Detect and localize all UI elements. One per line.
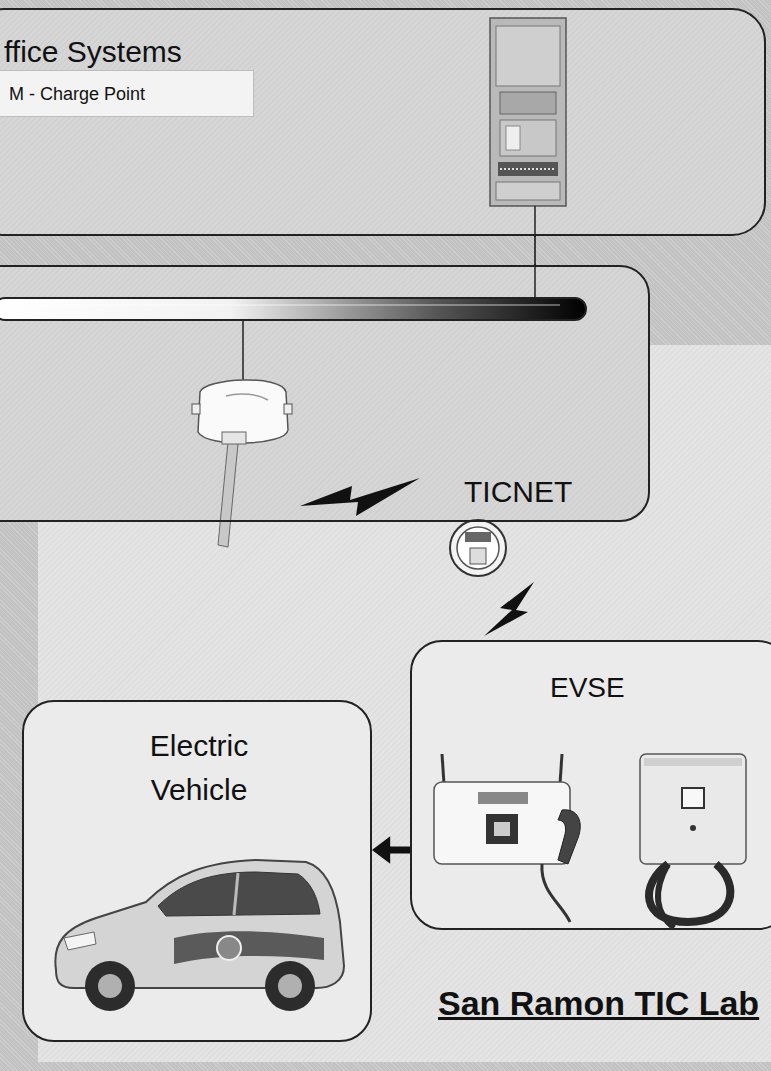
network-pipe xyxy=(0,298,586,320)
rack-lead xyxy=(534,206,536,237)
node-label: EVSE xyxy=(550,668,625,709)
connector-arrow xyxy=(372,836,410,863)
pipe-highlight xyxy=(0,304,560,305)
wireless-link xyxy=(484,582,534,636)
office-band-ground xyxy=(0,8,766,236)
lab-region: San Ramon TIC Lab Electric Vehicle EVSE xyxy=(38,345,771,1062)
region-title: San Ramon TIC Lab xyxy=(438,979,759,1028)
system-band: ffice Systems M - Charge Point xyxy=(0,8,766,236)
vehicle-box: Electric Vehicle xyxy=(22,700,372,1042)
wireless-link xyxy=(300,478,420,516)
charger-box: EVSE xyxy=(410,640,771,930)
node-label: Electric Vehicle xyxy=(99,724,299,811)
connector-line xyxy=(535,236,536,265)
node-label: ffice Systems xyxy=(4,30,182,74)
node-label: M - Charge Point xyxy=(9,81,145,107)
smart-meter xyxy=(450,520,506,576)
server-rack xyxy=(490,18,566,206)
network-band-ground xyxy=(0,265,650,522)
system-box: M - Charge Point xyxy=(0,70,254,117)
ap-drop xyxy=(242,320,244,380)
network-band: TICNET xyxy=(0,265,650,522)
pipe-lead xyxy=(534,264,536,300)
node-label: TICNET xyxy=(464,470,572,514)
